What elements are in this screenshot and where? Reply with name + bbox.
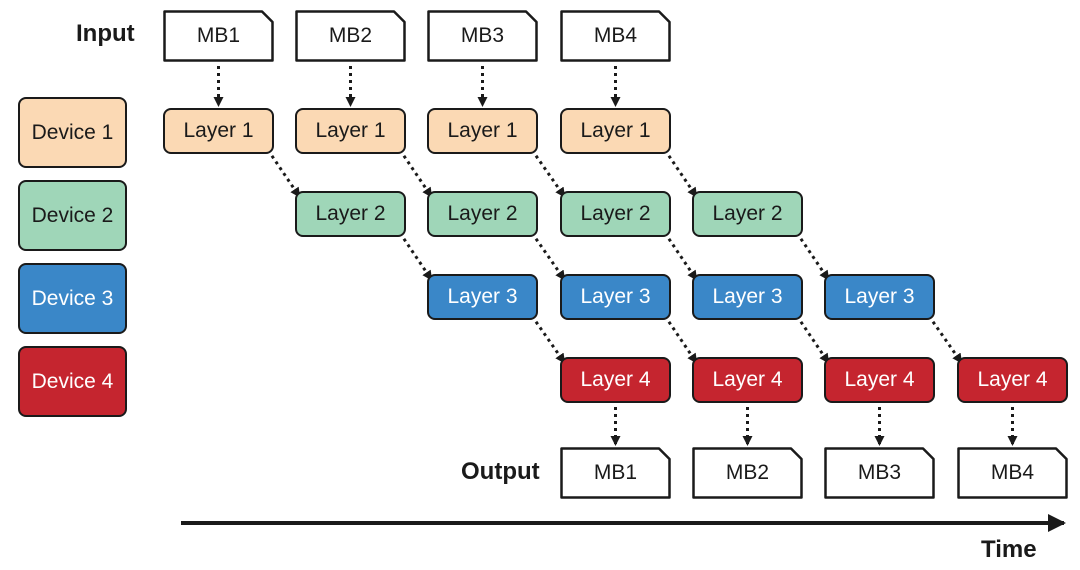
layer-2-mb2-label: Layer 2: [447, 202, 518, 225]
output-mb2: MB2: [692, 447, 803, 499]
device-1-legend-label: Device 1: [31, 120, 114, 144]
input-mb3: MB3: [427, 10, 538, 62]
device-3-legend-label: Device 3: [31, 286, 114, 310]
layer-2-mb4: Layer 2: [692, 191, 803, 237]
layer-2-mb1: Layer 2: [295, 191, 406, 237]
output-mb3: MB3: [824, 447, 935, 499]
time-label: Time: [981, 536, 1037, 563]
input-mb2-label: MB2: [328, 24, 373, 47]
layer-3-mb1: Layer 3: [427, 274, 538, 320]
output-mb4-label: MB4: [990, 461, 1035, 484]
stage-arrow-l3-mb3: [795, 315, 830, 364]
layer-1-mb2-label: Layer 1: [315, 119, 386, 142]
layer-4-mb2: Layer 4: [692, 357, 803, 403]
layer-3-mb1-label: Layer 3: [447, 285, 518, 308]
layer-1-mb4: Layer 1: [560, 108, 671, 154]
layer-3-mb2-label: Layer 3: [580, 285, 651, 308]
layer-3-mb3: Layer 3: [692, 274, 803, 320]
layer-1-mb1-label: Layer 1: [183, 119, 254, 142]
stage-arrow-l1-mb1: [266, 149, 301, 198]
layer-4-mb4: Layer 4: [957, 357, 1068, 403]
layer-2-mb1-label: Layer 2: [315, 202, 386, 225]
layer-4-mb1: Layer 4: [560, 357, 671, 403]
input-mb1-label: MB1: [196, 24, 241, 47]
output-mb1: MB1: [560, 447, 671, 499]
layer-3-mb4: Layer 3: [824, 274, 935, 320]
stage-arrow-l1-mb3: [530, 149, 566, 198]
stage-arrow-l3-mb4: [927, 315, 963, 364]
layer-1-mb2: Layer 1: [295, 108, 406, 154]
layer-3-mb2: Layer 3: [560, 274, 671, 320]
stage-arrow-l2-mb3: [663, 232, 698, 281]
input-mb3-shape: [427, 10, 538, 62]
input-mb4-shape: [560, 10, 671, 62]
device-1-legend: Device 1: [18, 97, 127, 168]
layer-4-mb2-label: Layer 4: [712, 368, 783, 391]
device-4-legend-label: Device 4: [31, 369, 114, 393]
device-2-legend: Device 2: [18, 180, 127, 251]
device-4-legend: Device 4: [18, 346, 127, 417]
layer-1-mb1: Layer 1: [163, 108, 274, 154]
layer-1-mb4-label: Layer 1: [580, 119, 651, 142]
layer-4-mb1-label: Layer 4: [580, 368, 651, 391]
layer-4-mb3: Layer 4: [824, 357, 935, 403]
layer-1-mb3-label: Layer 1: [447, 119, 518, 142]
output-mb3-label: MB3: [857, 461, 902, 484]
input-mb2: MB2: [295, 10, 406, 62]
device-3-legend: Device 3: [18, 263, 127, 334]
stage-arrow-l1-mb4: [663, 149, 698, 198]
layer-2-mb4-label: Layer 2: [712, 202, 783, 225]
input-mb1-shape: [163, 10, 274, 62]
input-label: Input: [76, 20, 135, 47]
stage-arrow-l3-mb2: [663, 315, 698, 364]
layer-3-mb3-label: Layer 3: [712, 285, 783, 308]
output-mb4: MB4: [957, 447, 1068, 499]
stage-arrow-l2-mb4: [795, 232, 830, 281]
stage-arrow-l3-mb1: [530, 315, 566, 364]
layer-4-mb3-label: Layer 4: [844, 368, 915, 391]
layer-1-mb3: Layer 1: [427, 108, 538, 154]
layer-2-mb3-label: Layer 2: [580, 202, 651, 225]
layer-2-mb2: Layer 2: [427, 191, 538, 237]
output-mb4-shape: [957, 447, 1068, 499]
input-mb2-shape: [295, 10, 406, 62]
output-label: Output: [461, 458, 540, 485]
input-mb1: MB1: [163, 10, 274, 62]
stage-arrow-l2-mb1: [398, 232, 433, 281]
layer-2-mb3: Layer 2: [560, 191, 671, 237]
device-2-legend-label: Device 2: [31, 203, 114, 227]
output-mb2-shape: [692, 447, 803, 499]
input-mb4: MB4: [560, 10, 671, 62]
input-mb4-label: MB4: [593, 24, 638, 47]
output-mb1-shape: [560, 447, 671, 499]
input-mb3-label: MB3: [460, 24, 505, 47]
layer-3-mb4-label: Layer 3: [844, 285, 915, 308]
layer-4-mb4-label: Layer 4: [977, 368, 1048, 391]
stage-arrow-l1-mb2: [398, 149, 433, 198]
output-mb2-label: MB2: [725, 461, 770, 484]
output-mb3-shape: [824, 447, 935, 499]
stage-arrow-l2-mb2: [530, 232, 566, 281]
output-mb1-label: MB1: [593, 461, 638, 484]
